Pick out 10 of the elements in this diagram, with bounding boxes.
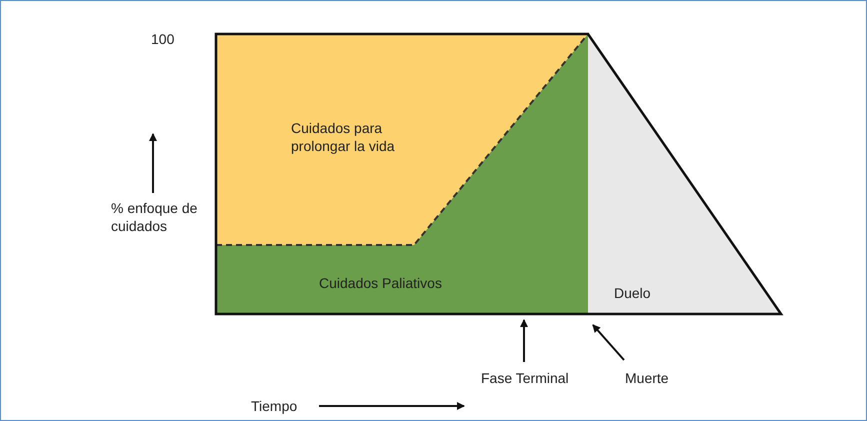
area-label: Duelo <box>614 284 652 302</box>
axis-label: Tiempo <box>251 397 298 415</box>
annotation-label: Fase Terminal <box>481 369 569 387</box>
annotation-label: Muerte <box>625 369 669 387</box>
area-label: Cuidados para prolongar la vida <box>291 119 396 155</box>
axis-label: % enfoque de cuidados <box>111 199 198 235</box>
leader-arrow <box>592 324 625 361</box>
axis-tick-label: 100 <box>151 30 176 48</box>
area-label: Cuidados Paliativos <box>319 274 443 292</box>
leader-arrow <box>520 319 528 362</box>
